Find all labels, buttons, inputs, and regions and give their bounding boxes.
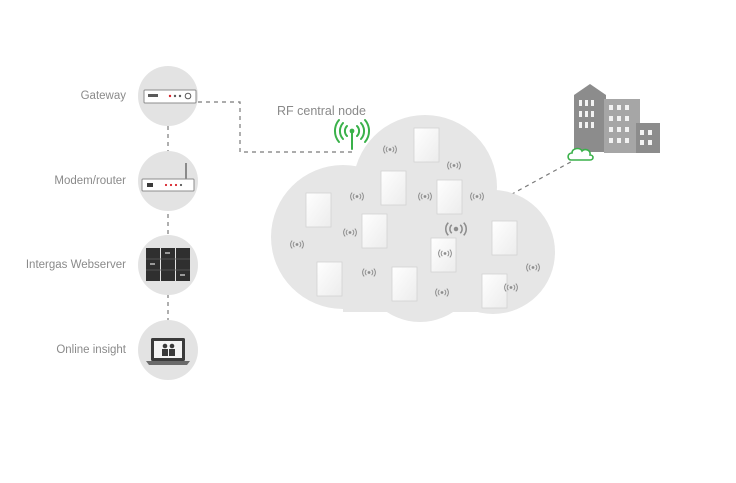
gateway-label: Gateway [80,90,126,102]
modem-router-label: Modem/router [54,175,126,187]
laptop-icon [146,338,190,365]
webserver-label: Intergas Webserver [25,259,126,271]
router-icon [141,163,195,192]
building-icon [574,84,660,153]
gateway-device-icon [143,89,197,104]
gateway-to-node-connector [198,101,352,153]
rf-central-node-label: RF central node [277,104,366,118]
online-insight-label: Online insight [56,344,126,356]
thermostat-device-icon [305,127,518,309]
cloud-icon [567,147,594,161]
server-rack-icon [146,248,190,281]
rf-signal-icon [334,119,370,150]
